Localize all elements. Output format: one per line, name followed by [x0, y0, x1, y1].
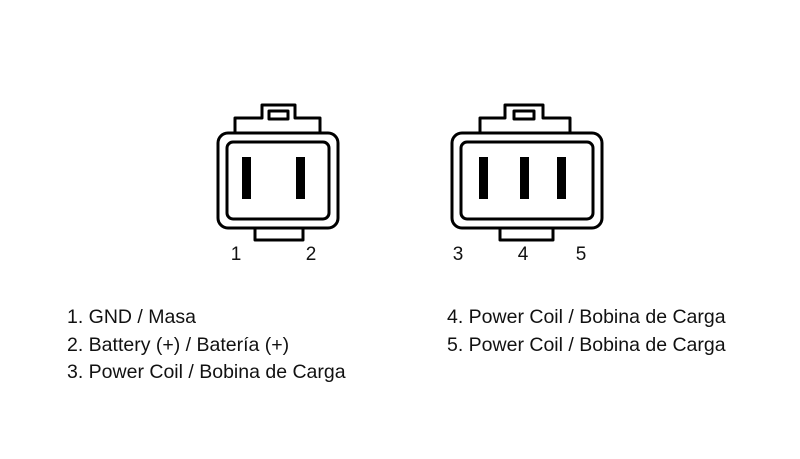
pin-4-number: 4: [517, 244, 529, 265]
connector-body-outline: [216, 131, 340, 230]
latch-tab-outline: [233, 103, 322, 134]
bottom-tab-outline: [253, 228, 305, 242]
connector-inner-outline: [225, 140, 331, 221]
connector-3pin-diagram: [450, 103, 604, 242]
legend-item-power-coil-4: 4. Power Coil / Bobina de Carga: [447, 306, 726, 328]
legend-left-column: 1. GND / Masa 2. Battery (+) / Batería (…: [67, 304, 346, 387]
legend-right-column: 4. Power Coil / Bobina de Carga 5. Power…: [447, 304, 726, 359]
latch-window: [512, 109, 536, 121]
legend-item-gnd: 1. GND / Masa: [67, 306, 196, 328]
pin-1-number: 1: [230, 244, 242, 265]
latch-tab-outline: [478, 103, 572, 134]
latch-window: [267, 109, 290, 121]
pin-2-number: 2: [305, 244, 317, 265]
connector-2pin-diagram: [216, 103, 340, 242]
pin-3-slot: [479, 157, 488, 199]
pin-5-slot: [557, 157, 566, 199]
legend-item-battery: 2. Battery (+) / Batería (+): [67, 333, 290, 356]
pin-1-slot: [242, 157, 251, 199]
connector-body-outline: [450, 131, 604, 230]
pin-5-number: 5: [575, 244, 587, 265]
pin-4-slot: [520, 157, 529, 199]
bottom-tab-outline: [498, 228, 555, 242]
pin-3-number: 3: [452, 244, 464, 265]
legend-item-power-coil-5: 5. Power Coil / Bobina de Carga: [447, 333, 726, 356]
pin-2-slot: [296, 157, 305, 199]
legend-item-power-coil-3: 3. Power Coil / Bobina de Carga: [67, 361, 346, 383]
connector-inner-outline: [459, 140, 595, 221]
